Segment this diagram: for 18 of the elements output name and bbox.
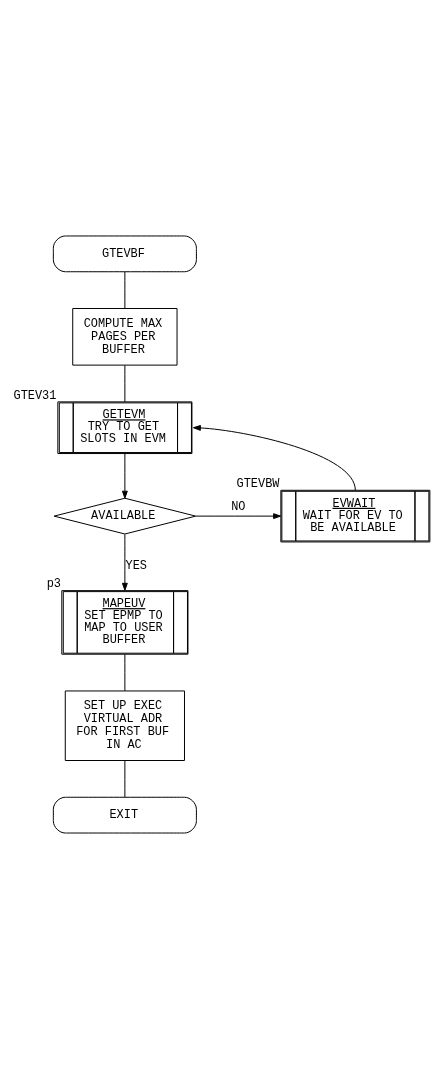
arrow — [121, 453, 128, 499]
connector — [124, 653, 126, 692]
connector — [124, 364, 126, 403]
edge-label: NO — [231, 499, 246, 514]
connector — [124, 760, 126, 798]
arrow — [195, 513, 282, 520]
node-box: COMPUTE MAX PAGES PER BUFFER — [72, 308, 178, 366]
node-label: p3 — [46, 577, 61, 592]
node-label: GTEV31 — [13, 388, 57, 403]
arrow — [192, 425, 356, 491]
node-box: GTEVBF — [52, 235, 197, 273]
node-diamond: AVAILABLE — [53, 497, 197, 535]
arrow — [121, 533, 128, 591]
node-box: EXIT — [52, 796, 197, 834]
edge-label: YES — [125, 559, 148, 574]
node-box: SET UP EXEC VIRTUAL ADR FOR FIRST BUF IN AC — [64, 690, 185, 761]
node-label: GTEVBW — [236, 476, 280, 491]
connector — [124, 271, 126, 309]
